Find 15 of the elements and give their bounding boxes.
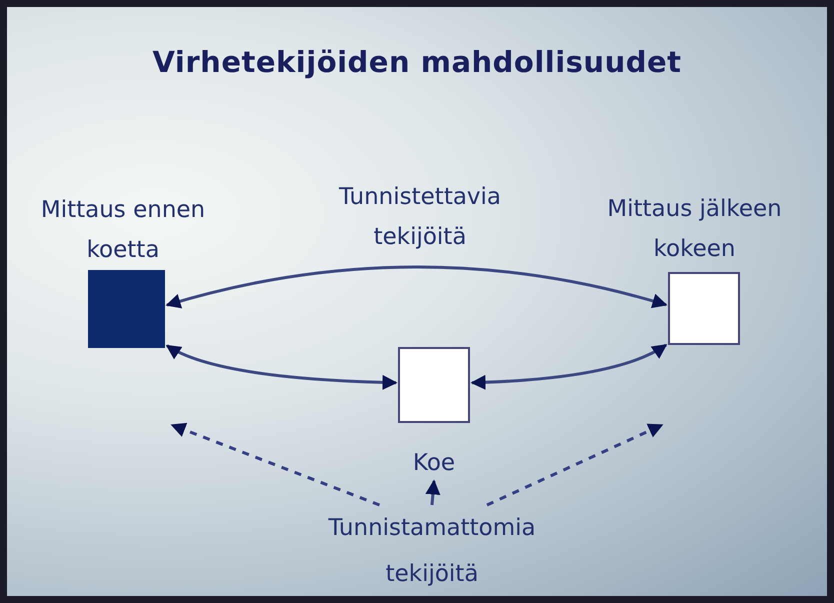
node-text: Tunnistamattomia tekijöitä (307, 505, 557, 596)
arrow (470, 344, 668, 390)
square (398, 347, 470, 423)
filled-square (88, 270, 165, 348)
node-heading: Mittaus ennen koetta (40, 196, 206, 265)
dashed-arrow (170, 422, 380, 506)
dashed-arrow (486, 424, 664, 506)
node-heading: Mittaus jälkeen kokeen (606, 195, 783, 264)
arrow (166, 344, 398, 390)
edge-label: Tunnistettavia tekijöitä (338, 183, 502, 252)
square (668, 272, 740, 345)
arrow (166, 266, 668, 309)
arrow (425, 480, 440, 506)
title: Virhetekijöiden mahdollisuudet (152, 45, 682, 79)
node-caption: Koe (412, 449, 456, 478)
